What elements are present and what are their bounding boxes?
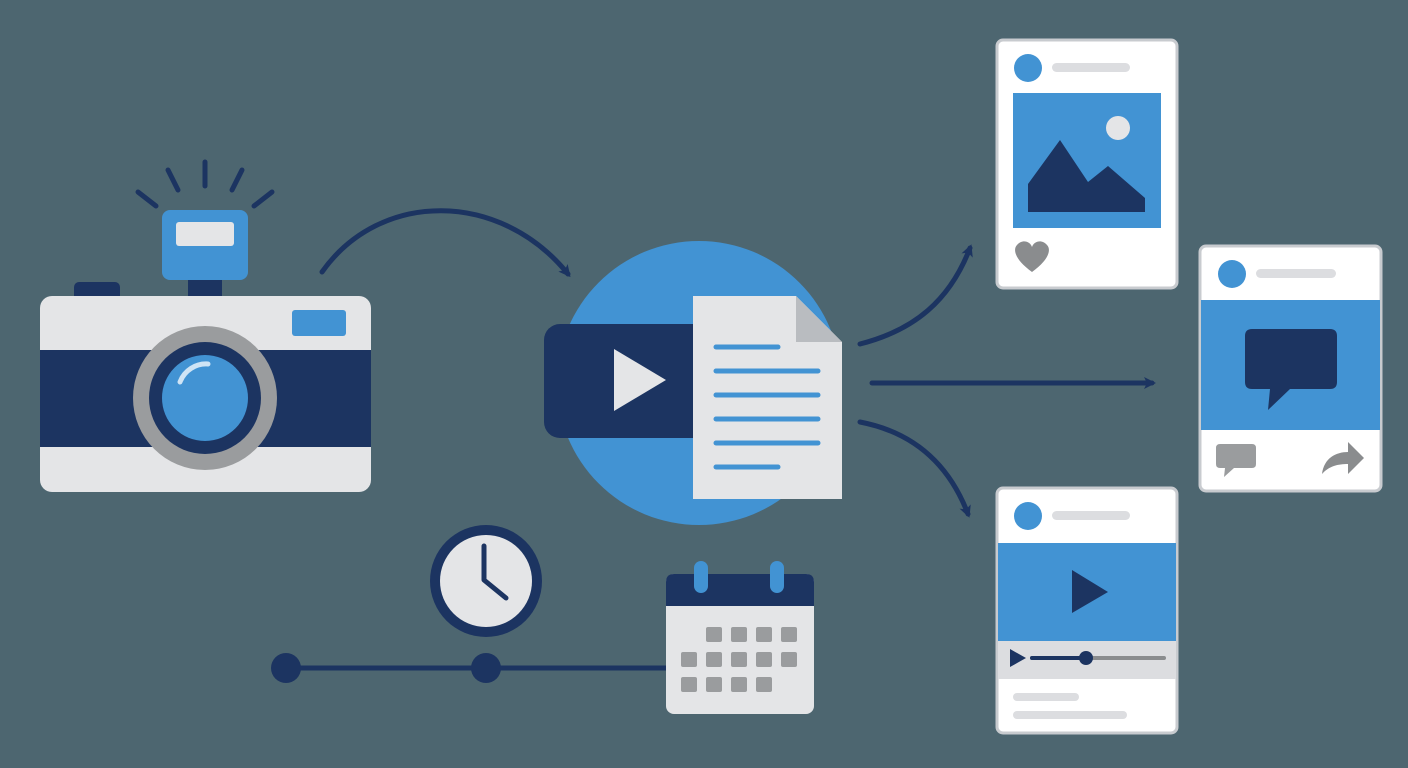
arrow-camera-to-hub	[319, 208, 571, 278]
viewfinder	[292, 310, 346, 336]
share-icon	[1322, 442, 1364, 474]
playback-scrubber	[1079, 651, 1093, 665]
timeline-node	[271, 653, 301, 683]
play-icon	[1072, 570, 1108, 613]
caption-placeholder	[1013, 711, 1127, 719]
speech-bubble-icon	[1245, 329, 1337, 410]
comment-icon	[1216, 444, 1256, 477]
username-placeholder	[1052, 63, 1130, 72]
timeline-node	[471, 653, 501, 683]
schedule-timeline	[271, 653, 680, 683]
comment-post-card	[1198, 244, 1383, 493]
playback-bar	[998, 641, 1176, 679]
content-hub	[544, 241, 842, 525]
clock-icon	[430, 525, 542, 637]
mountain-image-icon	[1013, 93, 1161, 228]
calendar-icon	[666, 561, 814, 714]
flash-rays	[135, 159, 275, 209]
username-placeholder	[1052, 511, 1130, 520]
play-small-icon	[1010, 649, 1026, 667]
avatar-icon	[1014, 54, 1042, 82]
image-post-card	[995, 38, 1179, 290]
camera-lens	[133, 326, 277, 470]
flash-icon	[162, 210, 248, 300]
document-icon	[693, 296, 842, 499]
avatar-icon	[1218, 260, 1246, 288]
avatar-icon	[1014, 502, 1042, 530]
arrow-hub-to-image-post	[857, 244, 973, 347]
caption-placeholder	[1013, 693, 1079, 701]
username-placeholder	[1256, 269, 1336, 278]
heart-icon	[1015, 241, 1049, 272]
arrow-hub-to-video-post	[857, 419, 971, 518]
play-icon	[614, 349, 666, 411]
camera-icon	[40, 159, 371, 492]
video-post-card	[995, 486, 1179, 735]
